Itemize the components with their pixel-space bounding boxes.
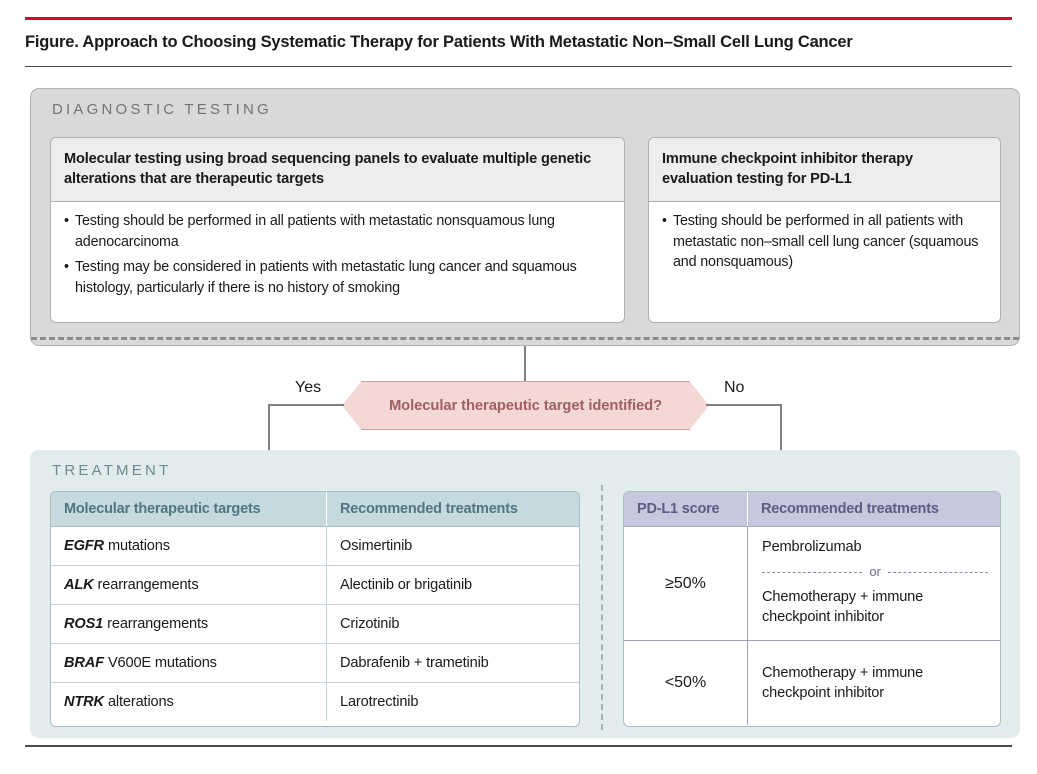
target-description: alterations [107, 694, 174, 710]
yes-connector-horizontal [268, 404, 344, 406]
gene-name: EGFR [64, 538, 104, 554]
table-row: <50% Chemotherapy + immune checkpoint in… [624, 640, 1000, 725]
molecular-testing-card: Molecular testing using broad sequencing… [50, 137, 625, 323]
table-row: NTRK alterations Larotrectinib [51, 682, 579, 721]
cell-treatment: Larotrectinib [340, 694, 419, 710]
molecular-targets-table: Molecular therapeutic targets Recommende… [50, 491, 580, 727]
diagnostic-section-label: DIAGNOSTIC TESTING [52, 101, 272, 118]
or-divider-line-right [887, 571, 989, 573]
table-row: ≥50% Pembrolizumab or Chemotherapy + imm… [624, 527, 1000, 640]
bullet-dot-icon: • [64, 259, 69, 275]
bottom-divider-rule [25, 745, 1012, 747]
gene-name: ROS1 [64, 616, 104, 632]
treatment-tables-dashed-divider [601, 485, 603, 730]
gene-name: NTRK [64, 694, 104, 710]
cell-pdl1-treatment: Chemotherapy + immune checkpoint inhibit… [748, 641, 1000, 725]
cell-treatment: Crizotinib [340, 616, 400, 632]
table-row: BRAF V600E mutations Dabrafenib + tramet… [51, 643, 579, 682]
column-header-treatments: Recommended treatments [761, 501, 939, 517]
or-divider-line-left [762, 571, 863, 573]
pdl1-score-table: PD-L1 score Recommended treatments ≥50% … [623, 491, 1001, 727]
table-row: EGFR mutations Osimertinib [51, 527, 579, 565]
cell-target: ALK rearrangements [51, 566, 327, 604]
list-item: • Testing should be performed in all pat… [662, 211, 987, 273]
cell-target: NTRK alterations [51, 683, 327, 721]
or-label: or [869, 564, 881, 579]
molecular-testing-card-heading: Molecular testing using broad sequencing… [51, 138, 624, 202]
no-connector-horizontal [706, 404, 782, 406]
molecular-testing-card-body: • Testing should be performed in all pat… [51, 202, 624, 308]
cell-pdl1-score: ≥50% [624, 527, 748, 640]
decision-question-text: Molecular therapeutic target identified? [388, 397, 663, 414]
table-row: ALK rearrangements Alectinib or brigatin… [51, 565, 579, 604]
table-header-row: PD-L1 score Recommended treatments [624, 492, 1000, 527]
cell-target: BRAF V600E mutations [51, 644, 327, 682]
target-description: rearrangements [97, 577, 199, 593]
column-header-targets: Molecular therapeutic targets [51, 492, 327, 526]
target-description: mutations [107, 538, 170, 554]
page-title: Figure. Approach to Choosing Systematic … [25, 33, 853, 51]
target-description: V600E mutations [107, 655, 217, 671]
decision-hexagon-shape: Molecular therapeutic target identified? [342, 381, 709, 430]
cell-target: ROS1 rearrangements [51, 605, 327, 643]
pdl1-testing-card: Immune checkpoint inhibitor therapy eval… [648, 137, 1001, 323]
no-connector-vertical [780, 404, 782, 480]
treatment-primary: Chemotherapy + immune checkpoint inhibit… [762, 665, 924, 701]
or-divider: or [762, 562, 989, 582]
decision-stem-connector [524, 346, 526, 390]
bullet-dot-icon: • [662, 213, 667, 229]
treatment-alternate: Chemotherapy + immune checkpoint inhibit… [762, 589, 924, 625]
gene-name: ALK [64, 577, 94, 593]
title-divider-rule [25, 66, 1012, 67]
gene-name: BRAF [64, 655, 104, 671]
accent-rule-top [25, 17, 1012, 20]
cell-treatment: Dabrafenib + trametinib [340, 655, 489, 671]
cell-pdl1-treatment: Pembrolizumab or Chemotherapy + immune c… [748, 527, 1000, 640]
list-item: • Testing should be performed in all pat… [64, 211, 611, 252]
column-header-pdl1-score: PD-L1 score [624, 492, 748, 526]
table-row: ROS1 rearrangements Crizotinib [51, 604, 579, 643]
list-item-text: Testing should be performed in all patie… [673, 213, 979, 270]
list-item-text: Testing should be performed in all patie… [75, 213, 555, 250]
treatment-primary: Pembrolizumab [762, 539, 862, 555]
cell-target: EGFR mutations [51, 527, 327, 565]
treatment-section-label: TREATMENT [52, 462, 172, 479]
decision-node: Molecular therapeutic target identified? [342, 381, 709, 430]
bullet-dot-icon: • [64, 213, 69, 229]
list-item-text: Testing may be considered in patients wi… [75, 259, 577, 296]
branch-label-no: No [724, 379, 745, 396]
column-header-treatments: Recommended treatments [340, 501, 518, 517]
cell-treatment: Alectinib or brigatinib [340, 577, 473, 593]
yes-connector-vertical [268, 404, 270, 480]
cell-pdl1-score: <50% [624, 641, 748, 725]
target-description: rearrangements [107, 616, 209, 632]
branch-label-yes: Yes [295, 379, 322, 396]
pdl1-testing-card-body: • Testing should be performed in all pat… [649, 202, 1000, 283]
diagnostic-panel-dashed-divider [31, 337, 1019, 340]
table-header-row: Molecular therapeutic targets Recommende… [51, 492, 579, 527]
cell-treatment: Osimertinib [340, 538, 413, 554]
pdl1-testing-card-heading: Immune checkpoint inhibitor therapy eval… [649, 138, 1000, 202]
list-item: • Testing may be considered in patients … [64, 257, 611, 298]
